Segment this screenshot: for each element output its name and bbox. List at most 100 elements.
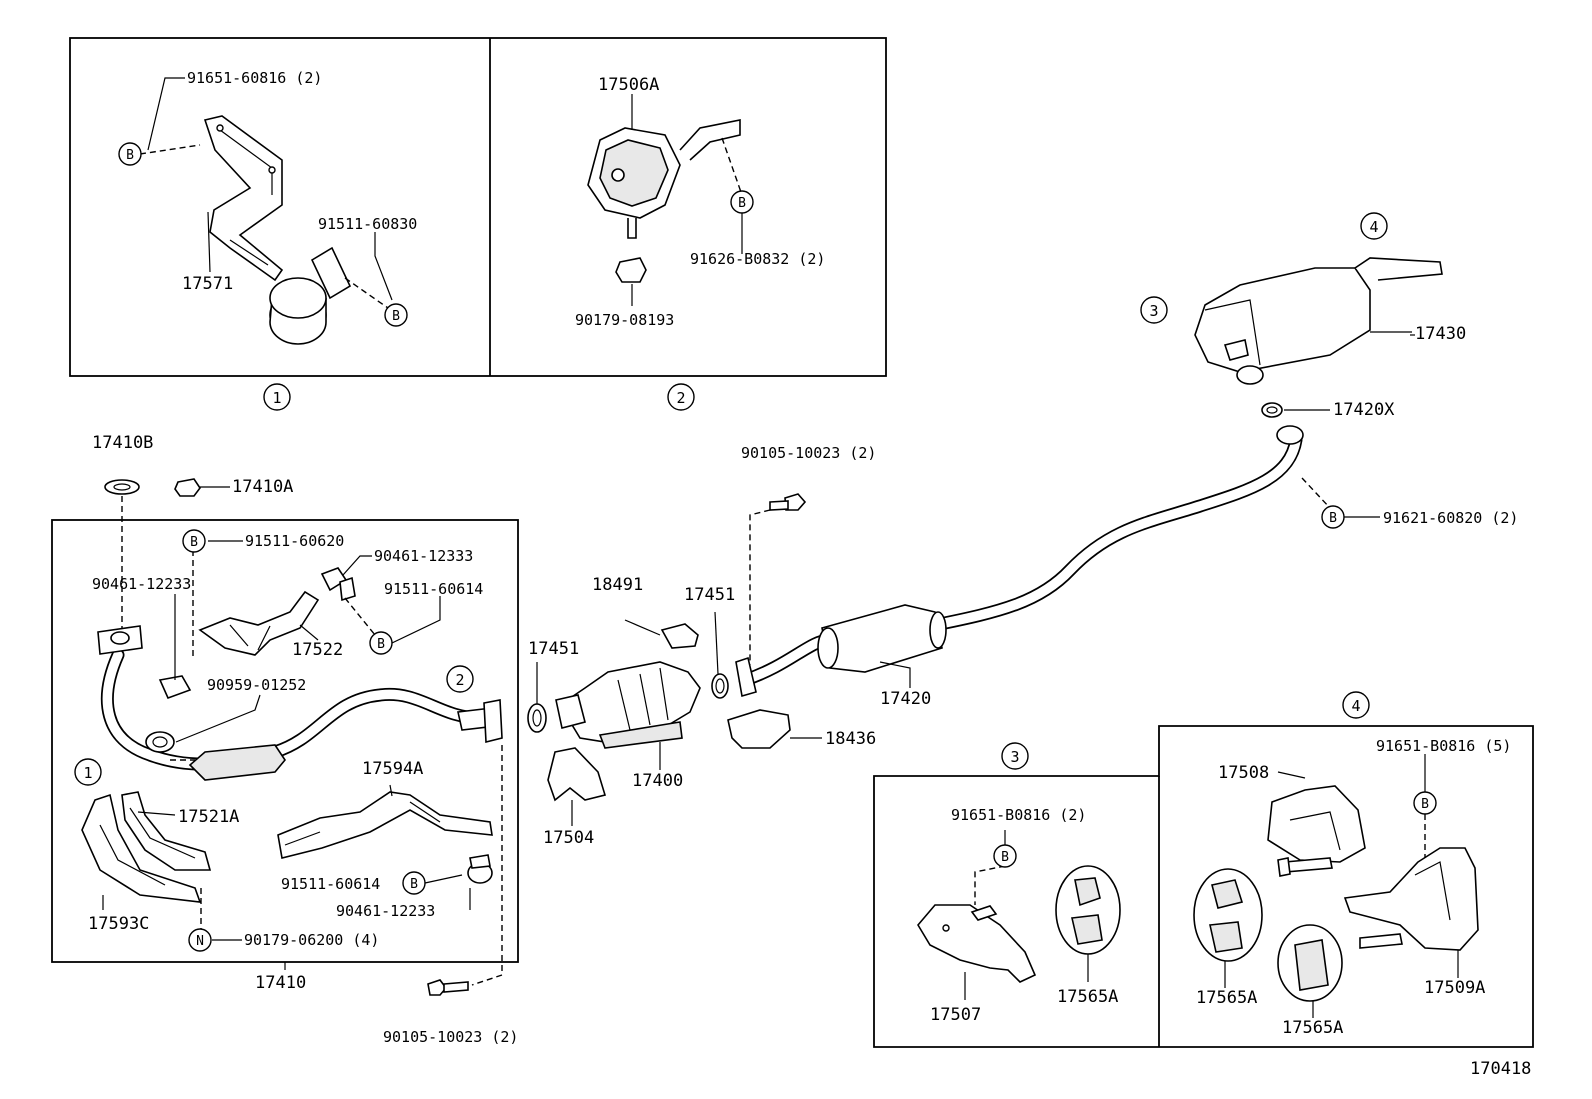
heat-shield-17522[interactable]: [198, 590, 320, 656]
label-17410: 17410: [255, 973, 306, 993]
svg-text:B: B: [1001, 850, 1009, 865]
clamp-90959-01252[interactable]: [145, 731, 175, 753]
label-91511-60614-bottom: 91511-60614: [281, 875, 380, 893]
muffler-17430[interactable]: [1194, 257, 1443, 385]
label-17507: 17507: [930, 1005, 981, 1025]
label-90105-10023-top: 90105-10023 (2): [741, 444, 876, 462]
label-17420: 17420: [880, 689, 931, 709]
label-17521a: 17521A: [178, 807, 239, 827]
nut-90179-08193[interactable]: [615, 257, 647, 283]
bracket-17504[interactable]: [547, 747, 607, 802]
label-91651-b0816-panel3: 91651-B0816 (2): [951, 806, 1086, 824]
marker-1-front: 1: [74, 758, 102, 786]
gasket-17410b[interactable]: [104, 479, 140, 495]
heat-insulator-17593c[interactable]: [81, 793, 202, 903]
b-marker-front-top: B: [182, 529, 206, 553]
bolt-b-marker-panel2: B: [730, 190, 754, 214]
bolt-90105-10023-top[interactable]: [769, 493, 807, 511]
bracket-17507[interactable]: [917, 904, 1037, 983]
nut-17410a[interactable]: [174, 478, 201, 497]
hanger-17565a-panel3[interactable]: [1055, 865, 1121, 955]
b-marker-front-bottom: B: [402, 871, 426, 895]
panel3-leaders: [964, 830, 1089, 1000]
hanger-17565a-panel4-left[interactable]: [1193, 868, 1263, 962]
svg-text:4: 4: [1369, 218, 1378, 236]
front-exhaust-pipe[interactable]: [97, 625, 503, 781]
label-90179-06200: 90179-06200 (4): [244, 931, 379, 949]
panel2-leaders: [631, 94, 743, 306]
label-90179-08193: 90179-08193: [575, 311, 674, 329]
catalytic-converter-17400[interactable]: [555, 661, 701, 749]
panel4-leaders: [1224, 754, 1459, 1018]
svg-text:3: 3: [1149, 302, 1158, 320]
heat-insulator-17594a[interactable]: [277, 791, 493, 859]
clamp-ring-91511-60830[interactable]: [269, 246, 352, 345]
marker-2-front: 2: [446, 665, 474, 693]
label-91626-b0832: 91626-B0832 (2): [690, 250, 825, 268]
label-91621-60820: 91621-60820 (2): [1383, 509, 1518, 527]
panel-2-marker: 2: [667, 383, 695, 411]
svg-text:B: B: [190, 535, 198, 550]
clamp-90461-12233-bottom[interactable]: [467, 854, 493, 884]
label-90105-10023-bottom: 90105-10023 (2): [383, 1028, 518, 1046]
detail-panel-1-2: [69, 37, 887, 377]
label-90959-01252: 90959-01252: [207, 676, 306, 694]
label-17451-left: 17451: [528, 639, 579, 659]
label-17571: 17571: [182, 274, 233, 294]
label-18436: 18436: [825, 729, 876, 749]
heat-insulator-18491[interactable]: [660, 623, 699, 649]
svg-text:B: B: [1329, 511, 1337, 526]
label-17400: 17400: [632, 771, 683, 791]
gasket-17420x[interactable]: [1261, 402, 1283, 418]
gasket-17451-left[interactable]: [527, 703, 547, 733]
label-17565a-panel4-left: 17565A: [1196, 988, 1257, 1008]
svg-text:4: 4: [1351, 697, 1360, 715]
panel1-leaders: [139, 77, 393, 309]
clamp-91511-60614[interactable]: [320, 567, 356, 602]
label-17506a: 17506A: [598, 75, 659, 95]
label-91651-b0816-panel4: 91651-B0816 (5): [1376, 737, 1511, 755]
label-17509a: 17509A: [1424, 978, 1485, 998]
detail-panel-3-4: [873, 725, 1534, 1048]
center-exhaust-pipe-17420[interactable]: [735, 425, 1304, 698]
heat-insulator-17521a[interactable]: [121, 791, 212, 871]
label-91511-60620: 91511-60620: [245, 532, 344, 550]
b-marker-center: B: [1321, 505, 1345, 529]
bracket-17508[interactable]: [1267, 785, 1366, 877]
label-17565a-panel4-bottom: 17565A: [1282, 1018, 1343, 1038]
label-17430: 17430: [1415, 324, 1466, 344]
n-marker-front: N: [188, 928, 212, 952]
label-90461-12333: 90461-12333: [374, 547, 473, 565]
label-17593c: 17593C: [88, 914, 149, 934]
svg-text:B: B: [1421, 797, 1429, 812]
label-17594a: 17594A: [362, 759, 423, 779]
label-17504: 17504: [543, 828, 594, 848]
gasket-17451-right[interactable]: [711, 673, 729, 699]
svg-text:3: 3: [1010, 748, 1019, 766]
label-17420x: 17420X: [1333, 400, 1395, 420]
hanger-17565a-panel4-bottom[interactable]: [1277, 924, 1343, 1002]
marker-4-panel: 4: [1342, 691, 1370, 719]
heat-insulator-17571[interactable]: [203, 115, 284, 282]
b-marker-panel3: B: [993, 844, 1017, 868]
marker-3-panel: 3: [1001, 742, 1029, 770]
front-assembly-leaders: [102, 540, 503, 986]
label-17410a: 17410A: [232, 477, 293, 497]
svg-text:2: 2: [455, 671, 464, 689]
label-17508: 17508: [1218, 763, 1269, 783]
bolt-90105-10023-bottom[interactable]: [427, 979, 469, 996]
svg-text:1: 1: [83, 764, 92, 782]
marker-3-center: 3: [1140, 296, 1168, 324]
svg-text:B: B: [410, 877, 418, 892]
exhaust-mount-17506a[interactable]: [587, 119, 741, 239]
label-17565a-panel3: 17565A: [1057, 987, 1118, 1007]
b-marker-front-clamp: B: [369, 631, 393, 655]
svg-text:B: B: [738, 196, 746, 211]
svg-text:N: N: [196, 934, 204, 949]
label-90461-12233-top: 90461-12233: [92, 575, 191, 593]
bolt-b-marker-panel1-clamp: B: [384, 303, 408, 327]
bracket-17509a[interactable]: [1343, 847, 1479, 951]
heat-insulator-18436[interactable]: [727, 709, 791, 749]
label-17410b: 17410B: [92, 433, 153, 453]
